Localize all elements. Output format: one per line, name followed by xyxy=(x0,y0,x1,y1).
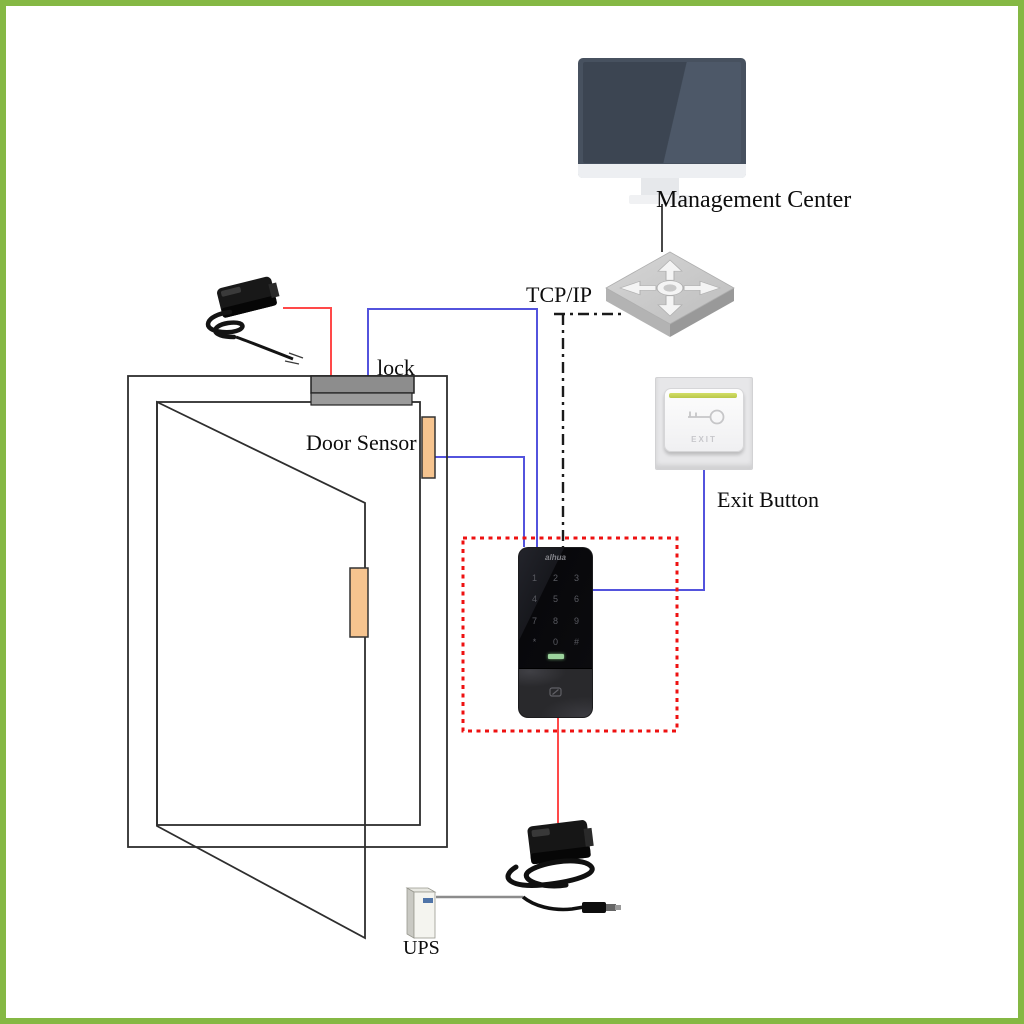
management-center-monitor xyxy=(578,58,746,178)
exit-button-label: Exit Button xyxy=(717,487,820,512)
adapter-cable-tail xyxy=(235,335,294,361)
exit-button-face: EXIT xyxy=(664,388,744,452)
adapter-wire-tips xyxy=(284,352,304,365)
lock-device-bottom xyxy=(310,392,413,406)
wire-keypad-to-exitbutton-blue xyxy=(592,470,705,591)
key-0: 0 xyxy=(552,637,558,648)
key-3: 3 xyxy=(573,572,579,583)
network-switch xyxy=(605,251,735,337)
exit-button-text: EXIT xyxy=(691,435,717,444)
keypad-led-indicator xyxy=(547,654,564,659)
switch-arrows-icon xyxy=(619,259,721,317)
card-swipe-icon xyxy=(548,687,562,697)
keypad-card-reader xyxy=(519,668,592,717)
wire-lock-to-keypad-blue xyxy=(367,308,538,547)
adapter2-plug-pin xyxy=(615,905,621,910)
ups-label-stripe xyxy=(423,898,433,903)
key-1: 1 xyxy=(531,572,537,583)
keypad-keys: 1 2 3 4 5 6 7 8 9 * 0 # xyxy=(524,567,587,653)
keypad-glass xyxy=(519,548,592,668)
power-adapter-lock xyxy=(206,276,304,365)
ups-side-face xyxy=(406,887,415,939)
exit-button-green-stripe xyxy=(669,393,737,398)
adapter2-cable-tail xyxy=(521,895,585,912)
key-2: 2 xyxy=(552,572,558,583)
door-handle xyxy=(349,567,369,638)
ups-label: UPS xyxy=(403,937,440,959)
adapter2-cable-coil xyxy=(505,858,595,889)
door-assembly xyxy=(127,375,448,940)
lock-label: lock xyxy=(377,355,415,380)
dahua-logo: alhua xyxy=(545,553,566,562)
monitor-chin xyxy=(578,164,746,178)
monitor-screen xyxy=(583,62,741,163)
key-icon xyxy=(688,409,725,425)
power-adapter-keypad xyxy=(505,820,621,913)
key-9: 9 xyxy=(573,615,579,626)
door-panel-open xyxy=(156,400,366,940)
key-hash: # xyxy=(573,637,579,648)
ups-front-face xyxy=(413,891,436,939)
tcpip-label: TCP/IP xyxy=(526,282,593,307)
door-sensor-device xyxy=(421,416,436,479)
keypad-dashed-boundary xyxy=(461,536,679,733)
key-5: 5 xyxy=(552,594,558,605)
adapter2-barrel-plug xyxy=(582,902,606,913)
key-star: * xyxy=(532,637,537,648)
wire-sensor-to-keypad-blue xyxy=(435,456,525,547)
monitor-stand-base xyxy=(629,195,691,204)
key-4: 4 xyxy=(531,594,537,605)
monitor-stand-neck xyxy=(641,178,679,195)
door-sensor-label: Door Sensor xyxy=(306,430,417,455)
key-7: 7 xyxy=(531,615,537,626)
door-frame-outer xyxy=(127,375,448,848)
adapter2-plug-tip xyxy=(606,904,616,911)
adapter-cable-coil xyxy=(206,309,245,340)
exit-button-device: EXIT xyxy=(655,377,753,470)
wire-power-to-lock-red xyxy=(283,307,332,376)
ups-device xyxy=(405,887,437,939)
switch-side-left xyxy=(606,288,670,337)
switch-side-right xyxy=(670,288,734,337)
key-8: 8 xyxy=(552,615,558,626)
management-center-label: Management Center xyxy=(656,187,852,213)
access-keypad-device: alhua 1 2 3 4 5 6 7 8 9 * 0 # xyxy=(519,548,592,717)
key-6: 6 xyxy=(573,594,579,605)
